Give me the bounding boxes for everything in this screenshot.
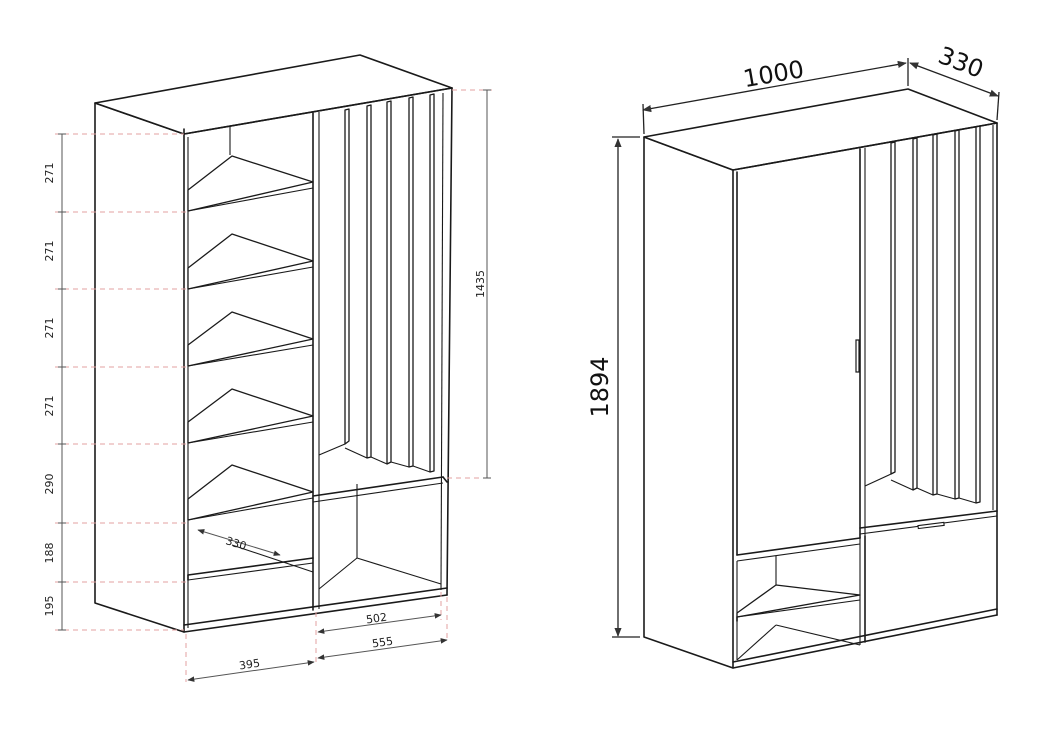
right-depth-dimension-line bbox=[909, 62, 999, 97]
wardrobe-open-view: 271 271 271 271 290 188 195 1435 330 502… bbox=[43, 54, 492, 682]
dim-height: 1894 bbox=[586, 356, 614, 417]
dim-shelf-5: 290 bbox=[43, 474, 56, 495]
dim-depth: 330 bbox=[224, 534, 248, 553]
left-shelves bbox=[187, 155, 314, 581]
rail-height-dimension bbox=[483, 89, 491, 479]
outer-width-dimension-line bbox=[317, 638, 448, 660]
shelf-width-dimension-line bbox=[187, 660, 315, 682]
drawer-handle bbox=[917, 521, 945, 530]
inner-width-dimension-line bbox=[317, 613, 442, 634]
dim-shelf-width: 395 bbox=[238, 657, 261, 673]
right-compartment-slats bbox=[318, 93, 435, 473]
dim-shelf-4: 271 bbox=[43, 396, 56, 417]
dim-rail-height: 1435 bbox=[474, 270, 487, 298]
dim-shelf-7: 195 bbox=[43, 596, 56, 617]
door-handle bbox=[855, 339, 860, 373]
right-side-panel bbox=[643, 136, 734, 669]
dim-shelf-3: 271 bbox=[43, 318, 56, 339]
right-view-slats bbox=[864, 125, 994, 510]
width-dimension-line bbox=[642, 60, 907, 113]
wardrobe-closed-view: 1000 330 1894 bbox=[586, 41, 1000, 669]
left-dimension-chain bbox=[58, 133, 66, 631]
dim-shelf-1: 271 bbox=[43, 163, 56, 184]
dim-shelf-6: 188 bbox=[43, 543, 56, 564]
dim-width: 1000 bbox=[741, 55, 806, 93]
dim-inner-width: 502 bbox=[365, 611, 388, 627]
dim-shelf-2: 271 bbox=[43, 241, 56, 262]
top-panel bbox=[94, 54, 453, 135]
dim-right-depth: 330 bbox=[934, 41, 987, 84]
dim-outer-width: 555 bbox=[371, 635, 394, 651]
depth-dimension-line bbox=[197, 529, 281, 556]
